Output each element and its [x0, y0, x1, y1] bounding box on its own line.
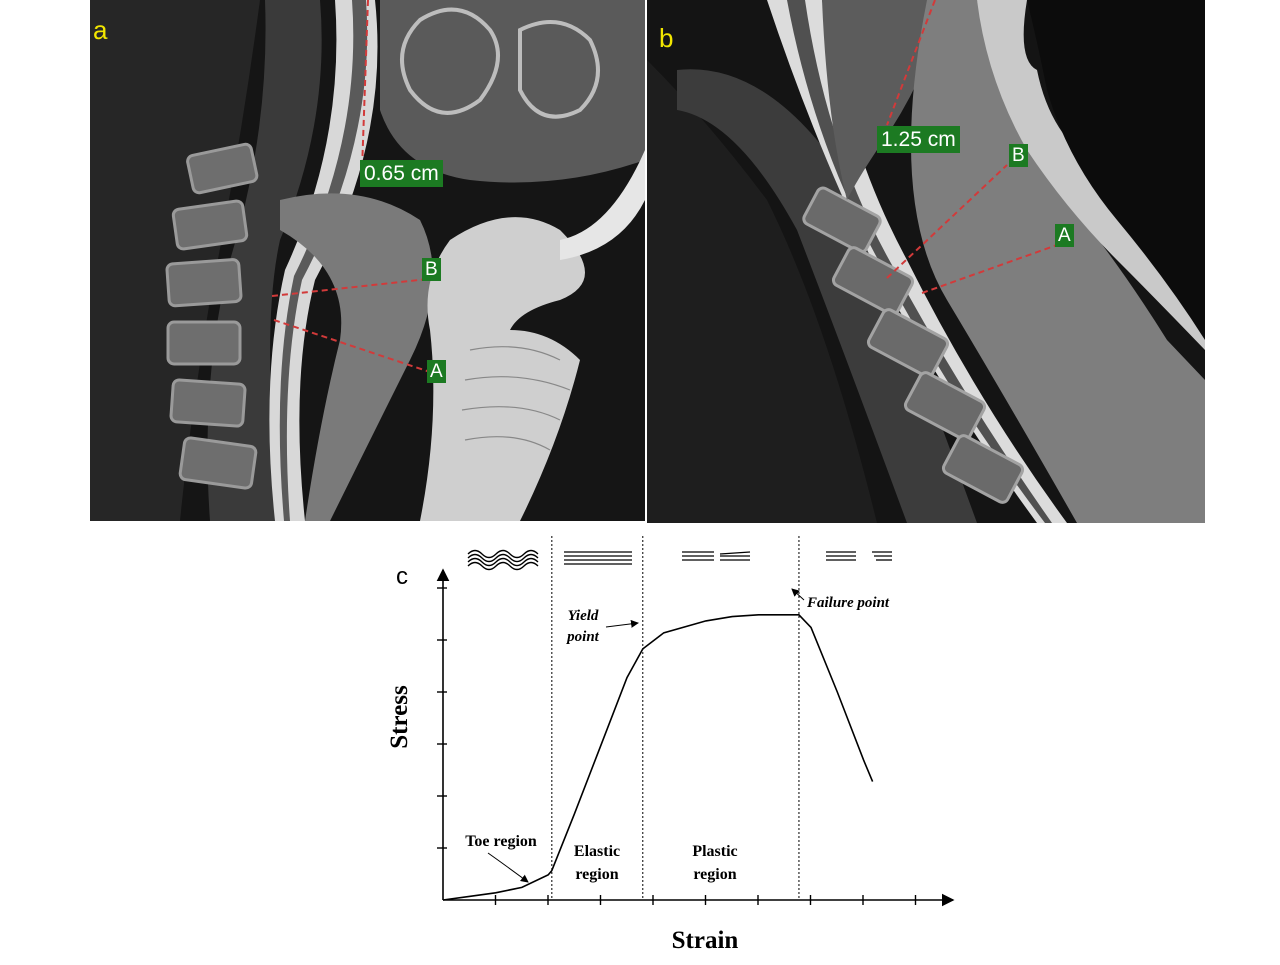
panel-letter-a: a [93, 15, 108, 45]
failure-point-arrow [791, 588, 805, 601]
stress-strain-curve [442, 614, 874, 901]
x-axis-label: Strain [672, 927, 739, 954]
point-a-label-b: A [1055, 224, 1074, 247]
toe-region-label: Toe region [465, 833, 537, 850]
failure-point-label: Failure point [806, 595, 890, 611]
mri-panel-b: b 1.25 cm B A [647, 0, 1205, 523]
panel-letter-c: c [396, 563, 408, 590]
crimped-fiber-line [467, 549, 539, 559]
yield-point-label-1: Yield [568, 608, 599, 624]
crimped-fiber-line [467, 553, 539, 563]
point-a-label-a: A [427, 360, 446, 383]
chart-axes [436, 568, 955, 907]
point-b-label-b: B [1009, 144, 1028, 167]
crimped-fiber-line [467, 561, 539, 571]
elastic-region-label-1: Elastic [574, 843, 620, 860]
fiber-icons [467, 549, 892, 571]
point-b-label-a: B [422, 258, 441, 281]
toe-region-arrow [487, 852, 529, 883]
mri-image-b [647, 0, 1205, 523]
mri-panel-a: a 0.65 cm B A [90, 0, 645, 521]
stress-strain-svg: Strain Stress Toe region Elastic region … [386, 536, 955, 954]
crimped-fiber-line [467, 557, 539, 567]
yield-point-arrow [605, 619, 639, 628]
measurement-label-a: 0.65 cm [360, 160, 443, 187]
stress-strain-chart: Strain Stress Toe region Elastic region … [370, 530, 970, 960]
y-axis-label: Stress [386, 685, 413, 749]
plastic-region-label-1: Plastic [692, 843, 737, 860]
mri-image-a [90, 0, 645, 521]
yield-point-label-2: point [565, 629, 600, 645]
panel-letter-b: b [659, 23, 674, 53]
measurement-label-b: 1.25 cm [877, 126, 960, 153]
elastic-region-label-2: region [575, 866, 618, 883]
plastic-fiber-line [719, 551, 751, 555]
plastic-region-label-2: region [693, 866, 736, 883]
